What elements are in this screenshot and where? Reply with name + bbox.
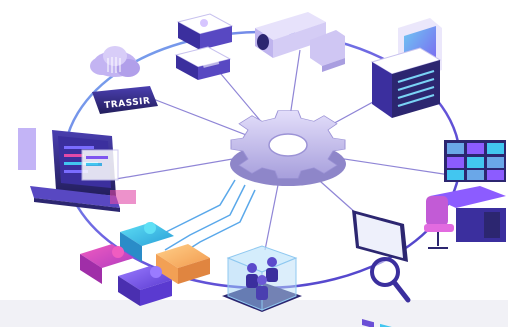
developer-laptop-node (18, 128, 136, 212)
puzzle-node (80, 222, 210, 306)
people-cube-node (222, 245, 302, 312)
face-id-icon (174, 13, 234, 80)
circuit-traces (149, 179, 256, 259)
cctv-camera-icon (255, 12, 345, 72)
server-rack-node (370, 18, 442, 118)
cctv-camera-node (255, 12, 345, 72)
analytics-node (352, 210, 411, 327)
server-rack-icon (370, 18, 442, 118)
tablet-chart-icon (352, 210, 408, 327)
cloud-icon (90, 46, 140, 77)
brand-plate (92, 86, 158, 114)
puzzle-icon (80, 222, 210, 306)
control-room-node (424, 140, 506, 249)
magnifier-icon (370, 257, 411, 303)
gear-icon (230, 110, 346, 186)
office-chair-icon (424, 196, 454, 249)
cloud-server-node: TRASSIR (90, 46, 158, 114)
face-recognition-node (174, 13, 234, 80)
monitor-wall-icon (444, 140, 506, 182)
code-panels (18, 128, 136, 204)
people-cube-icon (246, 257, 278, 300)
brand-logo-text: TRASSIR (104, 96, 151, 111)
